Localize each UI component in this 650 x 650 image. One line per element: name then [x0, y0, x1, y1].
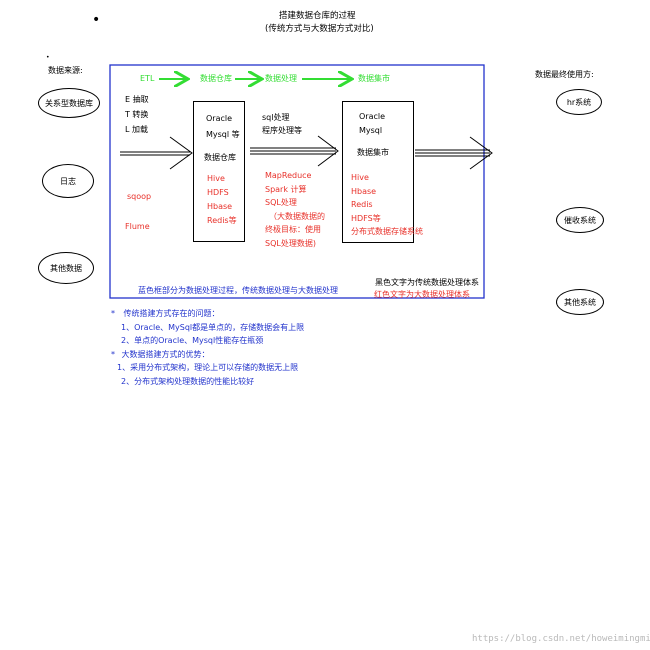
processing-sql-bigdata: SQL处理 — [265, 198, 297, 207]
processing-program: 程序处理等 — [262, 126, 302, 135]
diagram-subtitle: (传统方式与大数据方式对比) — [265, 24, 374, 34]
consumers-label: 数据最终使用方: — [535, 70, 594, 79]
etl-step-load: L 加载 — [125, 125, 148, 134]
warehouse-hive: Hive — [207, 174, 225, 183]
etl-label: ETL — [140, 74, 155, 83]
mart-hive: Hive — [351, 173, 369, 182]
processing-note-1: （大数据数据的 — [269, 211, 325, 221]
mart-to-consumers-arrow — [415, 136, 493, 170]
processing-bigdata-list: MapReduce Spark 计算 SQL处理 （大数据数据的 终极目标：使用… — [265, 169, 325, 250]
mart-distributed-storage: 分布式数据存储系统 — [351, 227, 423, 236]
mart-bigdata-list: Hive Hbase Redis HDFS等 分布式数据存储系统 — [351, 171, 423, 239]
mart-oracle: Oracle — [359, 112, 386, 121]
problems-title: 传统搭建方式存在的问题： — [123, 309, 220, 318]
advantages-title: 大数据搭建方式的优势： — [121, 349, 210, 359]
bullet-mark: * — [111, 349, 115, 359]
bullet-mark: * — [111, 309, 115, 318]
advantages-title-row: * 大数据搭建方式的优势： — [111, 348, 304, 362]
blue-frame-caption: 蓝色框部分为数据处理过程，传统数据处理与大数据处理 — [138, 286, 338, 295]
mart-redis: Redis — [351, 200, 373, 209]
warehouse-label: 数据仓库 — [204, 153, 236, 162]
stage-mart-label: 数据集市 — [358, 74, 390, 83]
etl-step-extract: E 抽取 — [125, 95, 149, 104]
processing-mapreduce: MapReduce — [265, 171, 312, 180]
warehouse-to-mart-arrow — [250, 135, 339, 167]
problem-2: 2、单点的Oracle、Mysql性能存在瓶颈 — [121, 336, 264, 345]
processing-traditional: sql处理 程序处理等 — [262, 111, 302, 137]
processing-sql: sql处理 — [262, 113, 290, 122]
warehouse-box — [193, 101, 245, 242]
problem-1: 1、Oracle、MySql都是单点的，存储数据会有上限 — [121, 322, 305, 332]
warehouse-redis: Redis等 — [207, 216, 237, 225]
source-other-data: 其他数据 — [38, 252, 94, 284]
problems-title-row: * 传统搭建方式存在的问题： — [111, 307, 304, 321]
process-frame — [109, 64, 485, 299]
processing-note-3: SQL处理数据) — [265, 238, 316, 248]
warehouse-hbase: Hbase — [207, 202, 233, 211]
warehouse-hdfs: HDFS — [207, 188, 229, 197]
legend-black: 黑色文字为传统数据处理体系 — [375, 278, 479, 287]
tool-flume: Flume — [125, 222, 150, 231]
mart-mysql: Mysql — [359, 126, 383, 135]
processing-spark: Spark 计算 — [265, 184, 307, 194]
warehouse-oracle: Oracle — [206, 114, 233, 123]
consumer-hr-system: hr系统 — [556, 89, 602, 115]
source-to-warehouse-arrow — [120, 136, 193, 170]
source-logs: 日志 — [42, 164, 94, 198]
watermark: https://blog.csdn.net/howeimingming — [472, 634, 650, 644]
mart-box — [342, 101, 414, 243]
mart-hbase: Hbase — [351, 186, 377, 196]
mart-hdfs: HDFS等 — [351, 213, 381, 223]
diagram-title: 搭建数据仓库的过程 — [279, 11, 356, 21]
warehouse-mysql: Mysql 等 — [206, 130, 240, 139]
stray-dot-small: • — [46, 54, 50, 61]
stage-warehouse-label: 数据仓库 — [200, 74, 232, 83]
etl-step-transform: T 转换 — [125, 110, 149, 119]
consumer-collection-system: 催收系统 — [556, 207, 604, 233]
warehouse-bigdata-list: Hive HDFS Hbase Redis等 — [207, 172, 237, 228]
sources-label: 数据来源: — [48, 66, 83, 75]
source-relational-db: 关系型数据库 — [38, 88, 100, 118]
tool-sqoop: sqoop — [127, 192, 152, 201]
legend-red: 红色文字为大数据处理体系 — [374, 290, 470, 299]
consumer-other-system: 其他系统 — [556, 289, 604, 315]
advantage-2: 2、分布式架构处理数据的性能比较好 — [121, 376, 255, 386]
stray-dot: • — [92, 12, 101, 28]
notes-block: * 传统搭建方式存在的问题： 1、Oracle、MySql都是单点的，存储数据会… — [111, 307, 304, 388]
processing-note-2: 终极目标：使用 — [265, 225, 321, 234]
stage-processing-label: 数据处理 — [265, 74, 297, 83]
etl-steps: E 抽取 T 转换 L 加载 — [125, 92, 149, 137]
mart-label: 数据集市 — [357, 148, 389, 157]
advantage-1: 1、采用分布式架构，理论上可以存储的数据无上限 — [117, 363, 299, 372]
